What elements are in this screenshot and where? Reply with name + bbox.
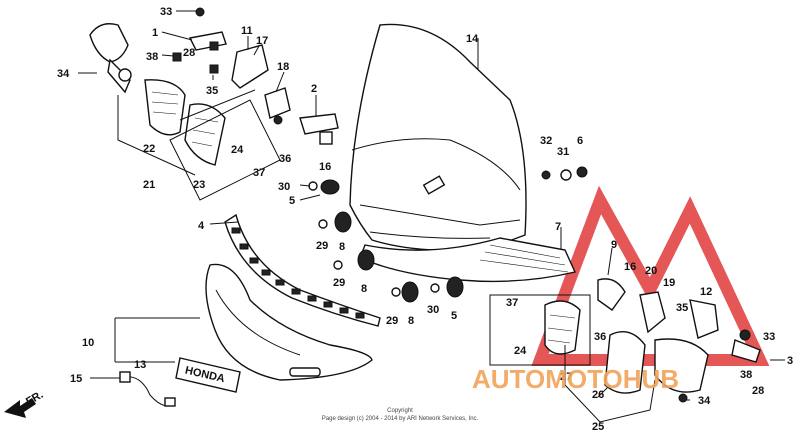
front-arrow-icon xyxy=(4,398,36,418)
callout-24: 24 xyxy=(231,144,244,156)
callout-33b: 33 xyxy=(763,331,775,343)
leader-lines xyxy=(78,10,785,401)
grommets-and-screws xyxy=(308,179,464,303)
callout-29c: 29 xyxy=(386,315,398,327)
callout-32: 32 xyxy=(540,135,552,147)
callout-29b: 29 xyxy=(333,277,345,289)
right-fasteners xyxy=(541,166,588,181)
watermark-triangle-icon xyxy=(531,185,770,366)
callout-16: 16 xyxy=(319,161,331,173)
callout-37: 37 xyxy=(253,167,265,179)
callout-35b: 35 xyxy=(676,302,688,314)
callout-1: 1 xyxy=(152,27,158,39)
dashed-box-23 xyxy=(169,99,281,201)
callout-31: 31 xyxy=(557,146,569,158)
callout-7: 7 xyxy=(555,221,561,233)
wire-harness xyxy=(119,371,176,407)
front-direction-marker: FR. xyxy=(4,389,45,418)
callout-21: 21 xyxy=(143,179,155,191)
callout-24b: 24 xyxy=(514,345,527,357)
left-mirror-assembly xyxy=(89,23,226,166)
callout-18: 18 xyxy=(277,61,289,73)
copyright-line-1: Copyright xyxy=(387,408,413,414)
callout-33: 33 xyxy=(160,6,172,18)
callout-12: 12 xyxy=(700,286,712,298)
center-clamps xyxy=(264,87,339,145)
watermark-text: AUTOMOTOHUB xyxy=(472,364,679,394)
callout-9: 9 xyxy=(611,239,617,251)
upper-mount-bracket xyxy=(172,7,269,89)
callout-22: 22 xyxy=(143,143,155,155)
callout-4: 4 xyxy=(198,220,205,232)
callout-28b: 28 xyxy=(752,385,764,397)
callout-17: 17 xyxy=(256,35,268,47)
callout-23: 23 xyxy=(193,179,205,191)
front-marker-label: FR. xyxy=(24,389,45,408)
callout-6: 6 xyxy=(577,135,583,147)
callout-10: 10 xyxy=(82,337,94,349)
callout-30: 30 xyxy=(278,181,290,193)
callout-26: 26 xyxy=(592,389,604,401)
callout-27: 27 xyxy=(560,371,572,383)
callout-8b: 8 xyxy=(361,283,367,295)
callout-36: 36 xyxy=(279,153,291,165)
watermark-logo xyxy=(531,185,770,366)
bracket-line-21 xyxy=(117,89,256,176)
callout-8c: 8 xyxy=(408,315,414,327)
callout-29: 29 xyxy=(316,240,328,252)
callout-38b: 38 xyxy=(740,369,752,381)
callout-37b: 37 xyxy=(506,297,518,309)
callout-28: 28 xyxy=(183,47,195,59)
callout-19: 19 xyxy=(663,277,675,289)
callout-16b: 16 xyxy=(624,261,636,273)
windshield-lower-strip xyxy=(359,237,576,283)
callout-15: 15 xyxy=(70,373,82,385)
callout-8: 8 xyxy=(339,241,345,253)
callout-38: 38 xyxy=(146,51,158,63)
right-mirror-assembly xyxy=(489,278,761,423)
callout-20: 20 xyxy=(645,265,657,277)
callout-34b: 34 xyxy=(698,395,711,407)
windshield-trim-strip xyxy=(224,213,381,327)
callout-5: 5 xyxy=(289,195,295,207)
callout-5b: 5 xyxy=(451,310,457,322)
callout-3: 3 xyxy=(787,355,793,367)
callout-36b: 36 xyxy=(594,331,606,343)
honda-emblem: HONDA xyxy=(175,357,241,393)
copyright-line-2: Page design (c) 2004 - 2014 by ARI Netwo… xyxy=(322,416,479,422)
callout-2: 2 xyxy=(311,83,317,95)
callout-34: 34 xyxy=(57,68,70,80)
callout-labels: 33 1 38 28 11 17 34 35 18 2 14 22 21 23 … xyxy=(57,6,793,433)
callout-11: 11 xyxy=(241,25,253,37)
callout-30b: 30 xyxy=(427,304,439,316)
lower-cowl xyxy=(205,263,373,381)
callout-35: 35 xyxy=(206,85,218,97)
callout-13: 13 xyxy=(134,359,146,371)
callout-25: 25 xyxy=(592,421,604,433)
callout-14: 14 xyxy=(466,33,479,45)
